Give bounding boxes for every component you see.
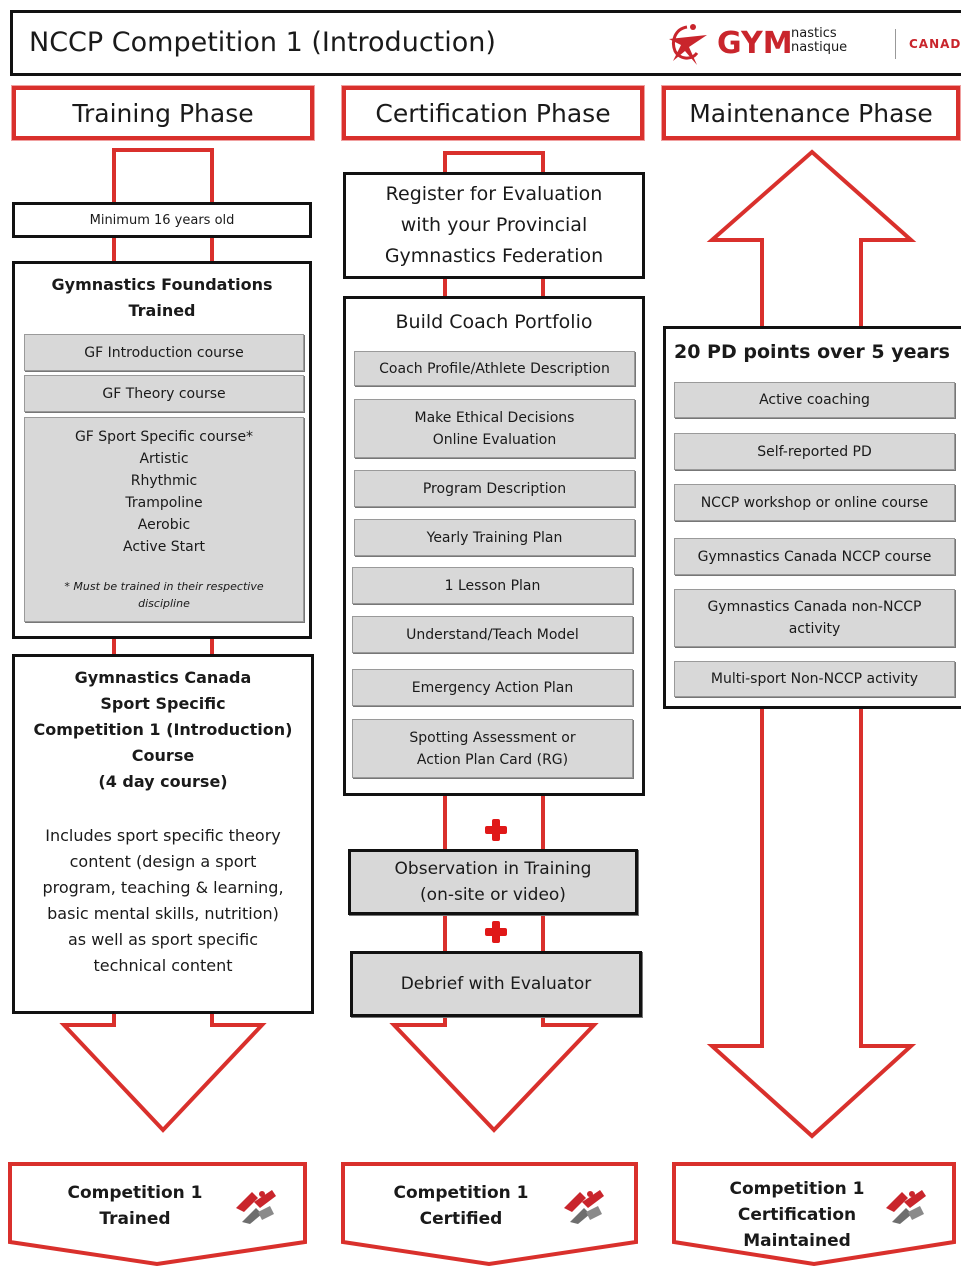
gc-non-nccp-line2: activity: [788, 621, 841, 637]
portfolio-item-ethical-decisions: Make Ethical Decisions Online Evaluation: [354, 399, 635, 458]
portfolio-item-lesson-plan: 1 Lesson Plan: [352, 567, 633, 604]
sport-specific-title: GF Sport Specific course*: [74, 429, 254, 445]
observation-training-box: Observation in Training (on-site or vide…: [348, 849, 638, 915]
logo-divider: [895, 29, 896, 59]
course-title-line2: Sport Specific: [100, 694, 226, 713]
course-desc-line3: program, teaching & learning,: [42, 878, 284, 897]
foundations-title-line2: Trained: [128, 301, 196, 320]
course-desc-line4: basic mental skills, nutrition): [47, 904, 279, 923]
pd-item-self-reported: Self-reported PD: [674, 433, 955, 470]
observation-line2: (on-site or video): [420, 885, 566, 905]
ethical-line2: Online Evaluation: [432, 431, 557, 448]
trained-line2: Trained: [99, 1209, 171, 1229]
phase-header-certification: Certification Phase: [342, 86, 644, 140]
portfolio-item-emergency-action-plan: Emergency Action Plan: [352, 669, 633, 706]
gc-non-nccp-line1: Gymnastics Canada non-NCCP: [707, 599, 922, 615]
portfolio-item-yearly-training-plan: Yearly Training Plan: [354, 519, 635, 556]
sport-specific-list: GF Sport Specific course* Artistic Rhyth…: [25, 426, 303, 558]
phase-header-maintenance: Maintenance Phase: [662, 86, 960, 140]
gf-sport-specific-course: GF Sport Specific course* Artistic Rhyth…: [24, 417, 304, 622]
pd-item-nccp-workshop: NCCP workshop or online course: [674, 484, 955, 521]
pd-points-title: 20 PD points over 5 years: [674, 341, 950, 363]
ethical-line1: Make Ethical Decisions: [414, 409, 575, 426]
course-title-line1: Gymnastics Canada: [74, 668, 252, 687]
gymnast-logo-icon: [669, 24, 707, 65]
gf-introduction-course: GF Introduction course: [24, 334, 304, 371]
register-line3: Gymnastics Federation: [384, 245, 604, 267]
register-line1: Register for Evaluation: [385, 183, 603, 205]
logo-canada-text: CANADA: [909, 37, 961, 51]
course-title-line3: Competition 1 (Introduction): [33, 720, 293, 739]
register-line2: with your Provincial: [400, 214, 588, 236]
gymnast-emblem-icon: [236, 1190, 276, 1224]
competition-course-box: Gymnastics Canada Sport Specific Competi…: [12, 654, 314, 1014]
maintained-line2: Certification: [737, 1205, 857, 1225]
plus-icon: [484, 920, 508, 944]
discipline-aerobic: Aerobic: [137, 517, 191, 533]
portfolio-item-program-description: Program Description: [354, 470, 635, 507]
discipline-note-line1: * Must be trained in their respective: [64, 580, 264, 593]
discipline-note-line2: discipline: [138, 597, 190, 610]
foundations-box: Gymnastics Foundations Trained GF Introd…: [12, 261, 312, 639]
pd-item-gc-nccp-course: Gymnastics Canada NCCP course: [674, 538, 955, 575]
header-bar: NCCP Competition 1 (Introduction) GYM na…: [10, 10, 961, 76]
course-title-line5: (4 day course): [98, 772, 228, 791]
discipline-trampoline: Trampoline: [125, 495, 203, 511]
pd-item-gc-non-nccp: Gymnastics Canada non-NCCP activity: [674, 589, 955, 647]
trained-line1: Competition 1: [67, 1183, 203, 1203]
register-evaluation-box: Register for Evaluation with your Provin…: [343, 172, 645, 279]
maintained-line1: Competition 1: [729, 1179, 865, 1199]
pd-points-box: 20 PD points over 5 years Active coachin…: [663, 326, 961, 709]
pd-item-multisport: Multi-sport Non-NCCP activity: [674, 661, 955, 697]
outcome-trained-label: Competition 1 Trained: [50, 1180, 220, 1232]
gymnast-emblem-icon: [886, 1190, 926, 1224]
course-desc-line1: Includes sport specific theory: [45, 826, 281, 845]
logo-gym-text: GYM: [717, 26, 793, 61]
portfolio-item-coach-profile: Coach Profile/Athlete Description: [354, 351, 635, 386]
debrief-evaluator-box: Debrief with Evaluator: [350, 951, 642, 1017]
spotting-line1: Spotting Assessment or: [409, 729, 576, 746]
pd-item-active-coaching: Active coaching: [674, 382, 955, 418]
spotting-line2: Action Plan Card (RG): [416, 751, 569, 768]
observation-line1: Observation in Training: [394, 859, 592, 879]
discipline-note: * Must be trained in their respective di…: [25, 578, 303, 612]
course-desc-line5: as well as sport specific: [67, 930, 259, 949]
course-title-line4: Course: [131, 746, 195, 765]
portfolio-title: Build Coach Portfolio: [395, 311, 593, 333]
certified-line2: Certified: [419, 1209, 503, 1229]
gymnastics-canada-logo: GYM nastics nastique CANADA: [663, 21, 961, 67]
outcome-certified-label: Competition 1 Certified: [376, 1180, 546, 1232]
gf-theory-course: GF Theory course: [24, 375, 304, 412]
outcome-arrow-maintained: [672, 1162, 956, 1266]
foundations-title-line1: Gymnastics Foundations: [51, 275, 273, 294]
phase-header-training: Training Phase: [12, 86, 314, 140]
course-desc-line6: technical content: [93, 956, 233, 975]
course-title: Gymnastics Canada Sport Specific Competi…: [15, 665, 311, 795]
logo-nastics-text: nastics: [791, 26, 837, 41]
outcome-arrow-trained: [8, 1162, 307, 1266]
page-title: NCCP Competition 1 (Introduction): [29, 27, 496, 58]
gymnast-emblem-icon: [564, 1190, 604, 1224]
course-description: Includes sport specific theory content (…: [15, 823, 311, 979]
maintained-line3: Maintained: [743, 1231, 851, 1251]
coach-portfolio-box: Build Coach Portfolio Coach Profile/Athl…: [343, 296, 645, 796]
certified-line1: Competition 1: [393, 1183, 529, 1203]
minimum-age-box: Minimum 16 years old: [12, 202, 312, 238]
logo-nastique-text: nastique: [791, 40, 848, 55]
discipline-artistic: Artistic: [139, 451, 189, 467]
discipline-active-start: Active Start: [123, 539, 205, 555]
portfolio-item-spotting-assessment: Spotting Assessment or Action Plan Card …: [352, 719, 633, 778]
outcome-arrow-certified: [341, 1162, 638, 1266]
portfolio-item-understand-teach-model: Understand/Teach Model: [352, 616, 633, 653]
plus-icon: [484, 818, 508, 842]
course-desc-line2: content (design a sport: [69, 852, 257, 871]
outcome-maintained-label: Competition 1 Certification Maintained: [712, 1176, 882, 1254]
foundations-title: Gymnastics Foundations Trained: [15, 272, 309, 324]
discipline-rhythmic: Rhythmic: [130, 473, 198, 489]
